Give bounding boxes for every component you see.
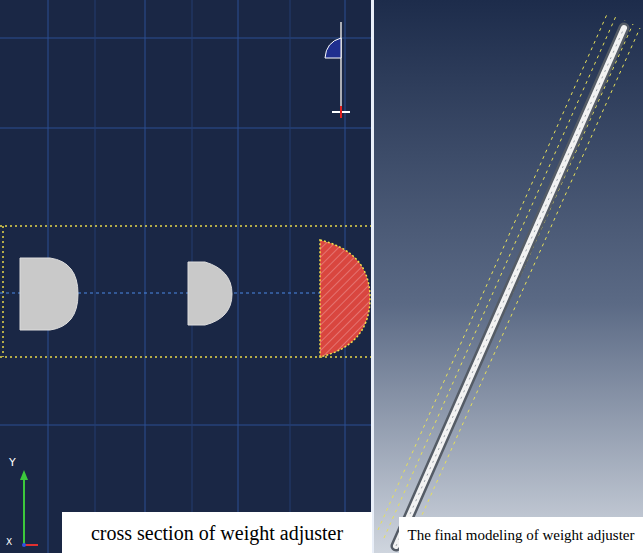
caption-text: The final modeling of weight adjuster xyxy=(407,527,634,544)
panel-divider xyxy=(371,0,374,553)
axis-label: Y xyxy=(9,456,16,469)
section-shape xyxy=(188,262,232,325)
section-shape xyxy=(20,258,78,330)
caption-box: The final modeling of weight adjuster xyxy=(399,517,643,553)
selected-section-shape xyxy=(320,240,370,357)
rod-mesh xyxy=(396,28,624,546)
caption-text: cross section of weight adjuster xyxy=(91,522,343,544)
caption-box: cross section of weight adjuster xyxy=(62,512,372,553)
rod-edge xyxy=(396,28,624,546)
view-icon xyxy=(325,22,350,118)
sketch-background xyxy=(0,0,372,553)
viewport-background xyxy=(374,0,643,553)
weight-adjuster-rod xyxy=(396,28,624,546)
axis-label: X xyxy=(6,537,12,547)
mesh-wireframe xyxy=(378,12,640,553)
construction-lines xyxy=(0,226,372,357)
sketch-grid xyxy=(0,0,372,553)
axis-triad xyxy=(20,470,38,547)
